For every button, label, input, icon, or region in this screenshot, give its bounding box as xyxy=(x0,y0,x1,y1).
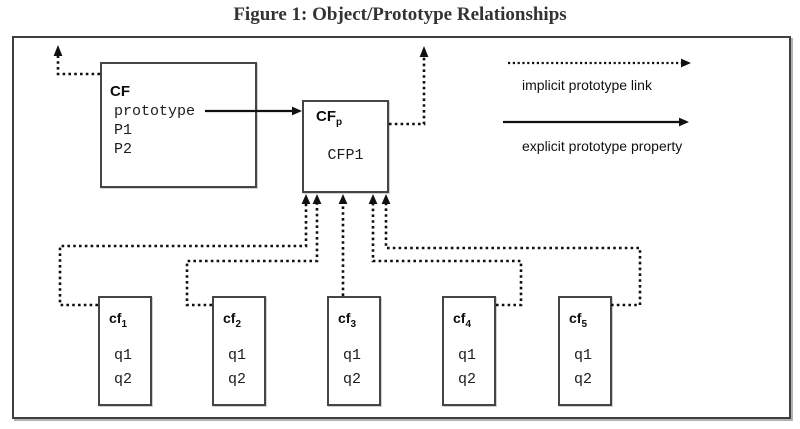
instance-property: q1 xyxy=(114,347,133,364)
instance-box-cf5: cf5 q1 q2 xyxy=(558,296,612,406)
instance-property: q2 xyxy=(114,371,133,388)
instance-label-subscript: 4 xyxy=(465,318,472,330)
instance-label-text: cf xyxy=(223,310,236,326)
instance-label-subscript: 1 xyxy=(121,318,128,330)
cfp-prototype-box: CFp CFP1 xyxy=(302,100,389,193)
instance-box-cf4: cf4 q1 q2 xyxy=(442,296,496,406)
instance-property: q1 xyxy=(228,347,247,364)
instance-property: q1 xyxy=(574,347,593,364)
instance-label-subscript: 3 xyxy=(350,318,357,330)
cfp-label-text: CF xyxy=(316,108,336,125)
instance-box-cf1: cf1 q1 q2 xyxy=(98,296,152,406)
cf-box-label: CF xyxy=(110,84,130,99)
legend-implicit-label: implicit prototype link xyxy=(522,77,652,93)
instance-label: cf3 xyxy=(338,311,356,330)
instance-label: cf4 xyxy=(453,311,471,330)
instance-label-text: cf xyxy=(453,310,466,326)
instance-property: q2 xyxy=(343,371,362,388)
instance-label-subscript: 2 xyxy=(235,318,242,330)
instance-label: cf2 xyxy=(223,311,241,330)
cf-constructor-box: CF prototype P1 P2 xyxy=(100,62,257,188)
instance-label-text: cf xyxy=(338,310,351,326)
instance-label: cf1 xyxy=(109,311,127,330)
instance-box-cf3: cf3 q1 q2 xyxy=(327,296,381,406)
instance-property: q2 xyxy=(228,371,247,388)
instance-label-subscript: 5 xyxy=(581,318,588,330)
cf-label-text: CF xyxy=(110,83,130,100)
property-name-p1: P1 xyxy=(114,122,133,139)
property-name-prototype: prototype xyxy=(114,103,196,120)
instance-label: cf5 xyxy=(569,311,587,330)
cfp-box-label: CFp xyxy=(316,109,342,128)
instance-box-cf2: cf2 q1 q2 xyxy=(212,296,266,406)
property-name-p2: P2 xyxy=(114,141,133,158)
legend-explicit-label: explicit prototype property xyxy=(522,138,683,154)
instance-property: q2 xyxy=(574,371,593,388)
property-name-cfp1: CFP1 xyxy=(327,147,364,164)
figure-title: Figure 1: Object/Prototype Relationships xyxy=(233,4,567,25)
instance-property: q2 xyxy=(458,371,477,388)
cfp-label-subscript: p xyxy=(336,117,343,128)
instance-property: q1 xyxy=(343,347,362,364)
instance-label-text: cf xyxy=(569,310,582,326)
instance-label-text: cf xyxy=(109,310,122,326)
instance-property: q1 xyxy=(458,347,477,364)
